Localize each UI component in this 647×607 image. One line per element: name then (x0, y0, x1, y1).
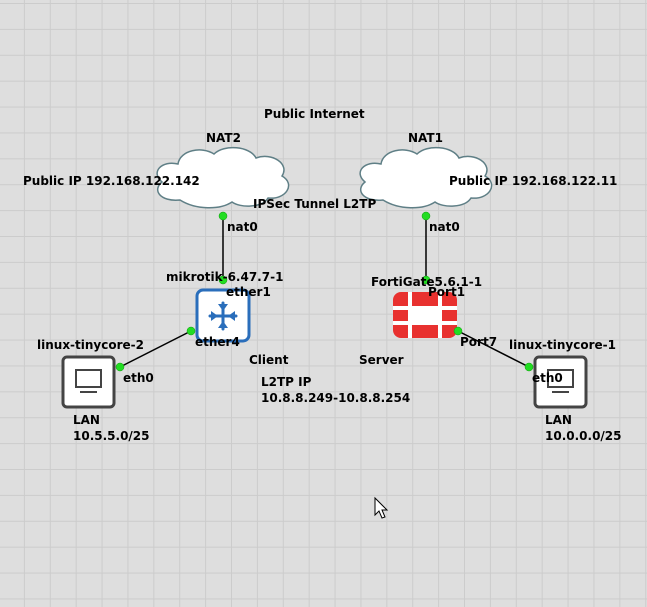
mikrotik-ether1-port-dot[interactable] (218, 275, 228, 285)
fortigate-port7-port-dot[interactable] (453, 326, 463, 336)
ipsec-tunnel-label: IPSec Tunnel L2TP (253, 197, 377, 211)
link-mikrotik-linux-tc2[interactable] (119, 330, 192, 368)
fortigate-label: FortiGate5.6.1-1 (371, 275, 483, 289)
linux-tinycore-2-computer-icon[interactable] (61, 355, 116, 409)
lan-right-subnet-label: 10.0.0.0/25 (545, 429, 622, 443)
linux-tinycore-2-label: linux-tinycore-2 (37, 338, 144, 352)
link-fortigate-linux-tc1[interactable] (457, 330, 530, 368)
public-internet-label: Public Internet (264, 107, 365, 121)
nat2-nat0-label: nat0 (227, 220, 258, 234)
linux-tinycore-1-label: linux-tinycore-1 (509, 338, 616, 352)
mouse-cursor-icon (374, 496, 389, 519)
nat1-label: NAT1 (408, 131, 443, 145)
linux-tc1-eth0-port-dot[interactable] (524, 362, 534, 372)
nat1-cloud-icon[interactable] (359, 146, 493, 209)
mikrotik-label: mikrotik-6.47.7-1 (166, 270, 284, 284)
lan-left-label: LAN (73, 413, 100, 427)
lan-left-subnet-label: 10.5.5.0/25 (73, 429, 150, 443)
fortigate-port1-port-dot[interactable] (421, 275, 431, 285)
nat2-label: NAT2 (206, 131, 241, 145)
nat1-nat0-label: nat0 (429, 220, 460, 234)
linux-tc2-eth0-label: eth0 (123, 371, 154, 385)
server-label: Server (359, 353, 404, 367)
client-label: Client (249, 353, 289, 367)
ether4-label: ether4 (195, 335, 240, 349)
l2tp-ip-label: L2TP IP (261, 375, 312, 389)
l2tp-range-label: 10.8.8.249-10.8.8.254 (261, 391, 411, 405)
nat1-nat0-port-dot[interactable] (421, 211, 431, 221)
linux-tc2-eth0-port-dot[interactable] (115, 362, 125, 372)
nat2-cloud-icon[interactable] (156, 146, 290, 209)
mikrotik-ether4-port-dot[interactable] (186, 326, 196, 336)
lan-right-label: LAN (545, 413, 572, 427)
ether1-label: ether1 (226, 285, 271, 299)
public-ip-left-label: Public IP 192.168.122.142 (23, 174, 200, 188)
mikrotik-router-icon[interactable] (195, 288, 251, 343)
linux-tc1-eth0-label: eth0 (532, 371, 563, 385)
port1-label: Port1 (428, 285, 466, 299)
fortigate-firewall-icon[interactable] (393, 292, 457, 338)
nat2-nat0-port-dot[interactable] (218, 211, 228, 221)
port7-label: Port7 (460, 335, 498, 349)
linux-tinycore-1-computer-icon[interactable] (533, 355, 588, 409)
public-ip-right-label: Public IP 192.168.122.11 (449, 174, 618, 188)
